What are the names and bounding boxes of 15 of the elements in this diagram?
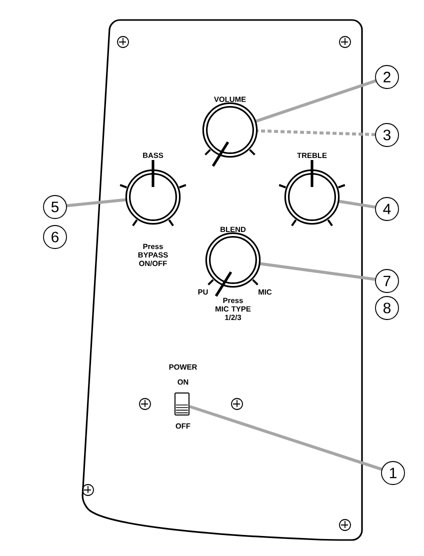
callout-number: 3 xyxy=(375,123,399,147)
leader-line xyxy=(66,198,128,208)
leader-line xyxy=(189,405,383,471)
callout-number: 2 xyxy=(375,65,399,89)
leader-line xyxy=(256,129,376,136)
leader-line xyxy=(337,200,376,209)
callout-number: 6 xyxy=(43,225,67,249)
power-switch xyxy=(174,392,190,416)
callout-number: 4 xyxy=(375,197,399,221)
callout-number: 1 xyxy=(381,461,405,485)
callout-number: 5 xyxy=(43,195,67,219)
callout-number: 8 xyxy=(375,296,399,320)
leader-line xyxy=(258,262,376,281)
leader-line xyxy=(254,79,377,124)
callout-number: 7 xyxy=(375,269,399,293)
